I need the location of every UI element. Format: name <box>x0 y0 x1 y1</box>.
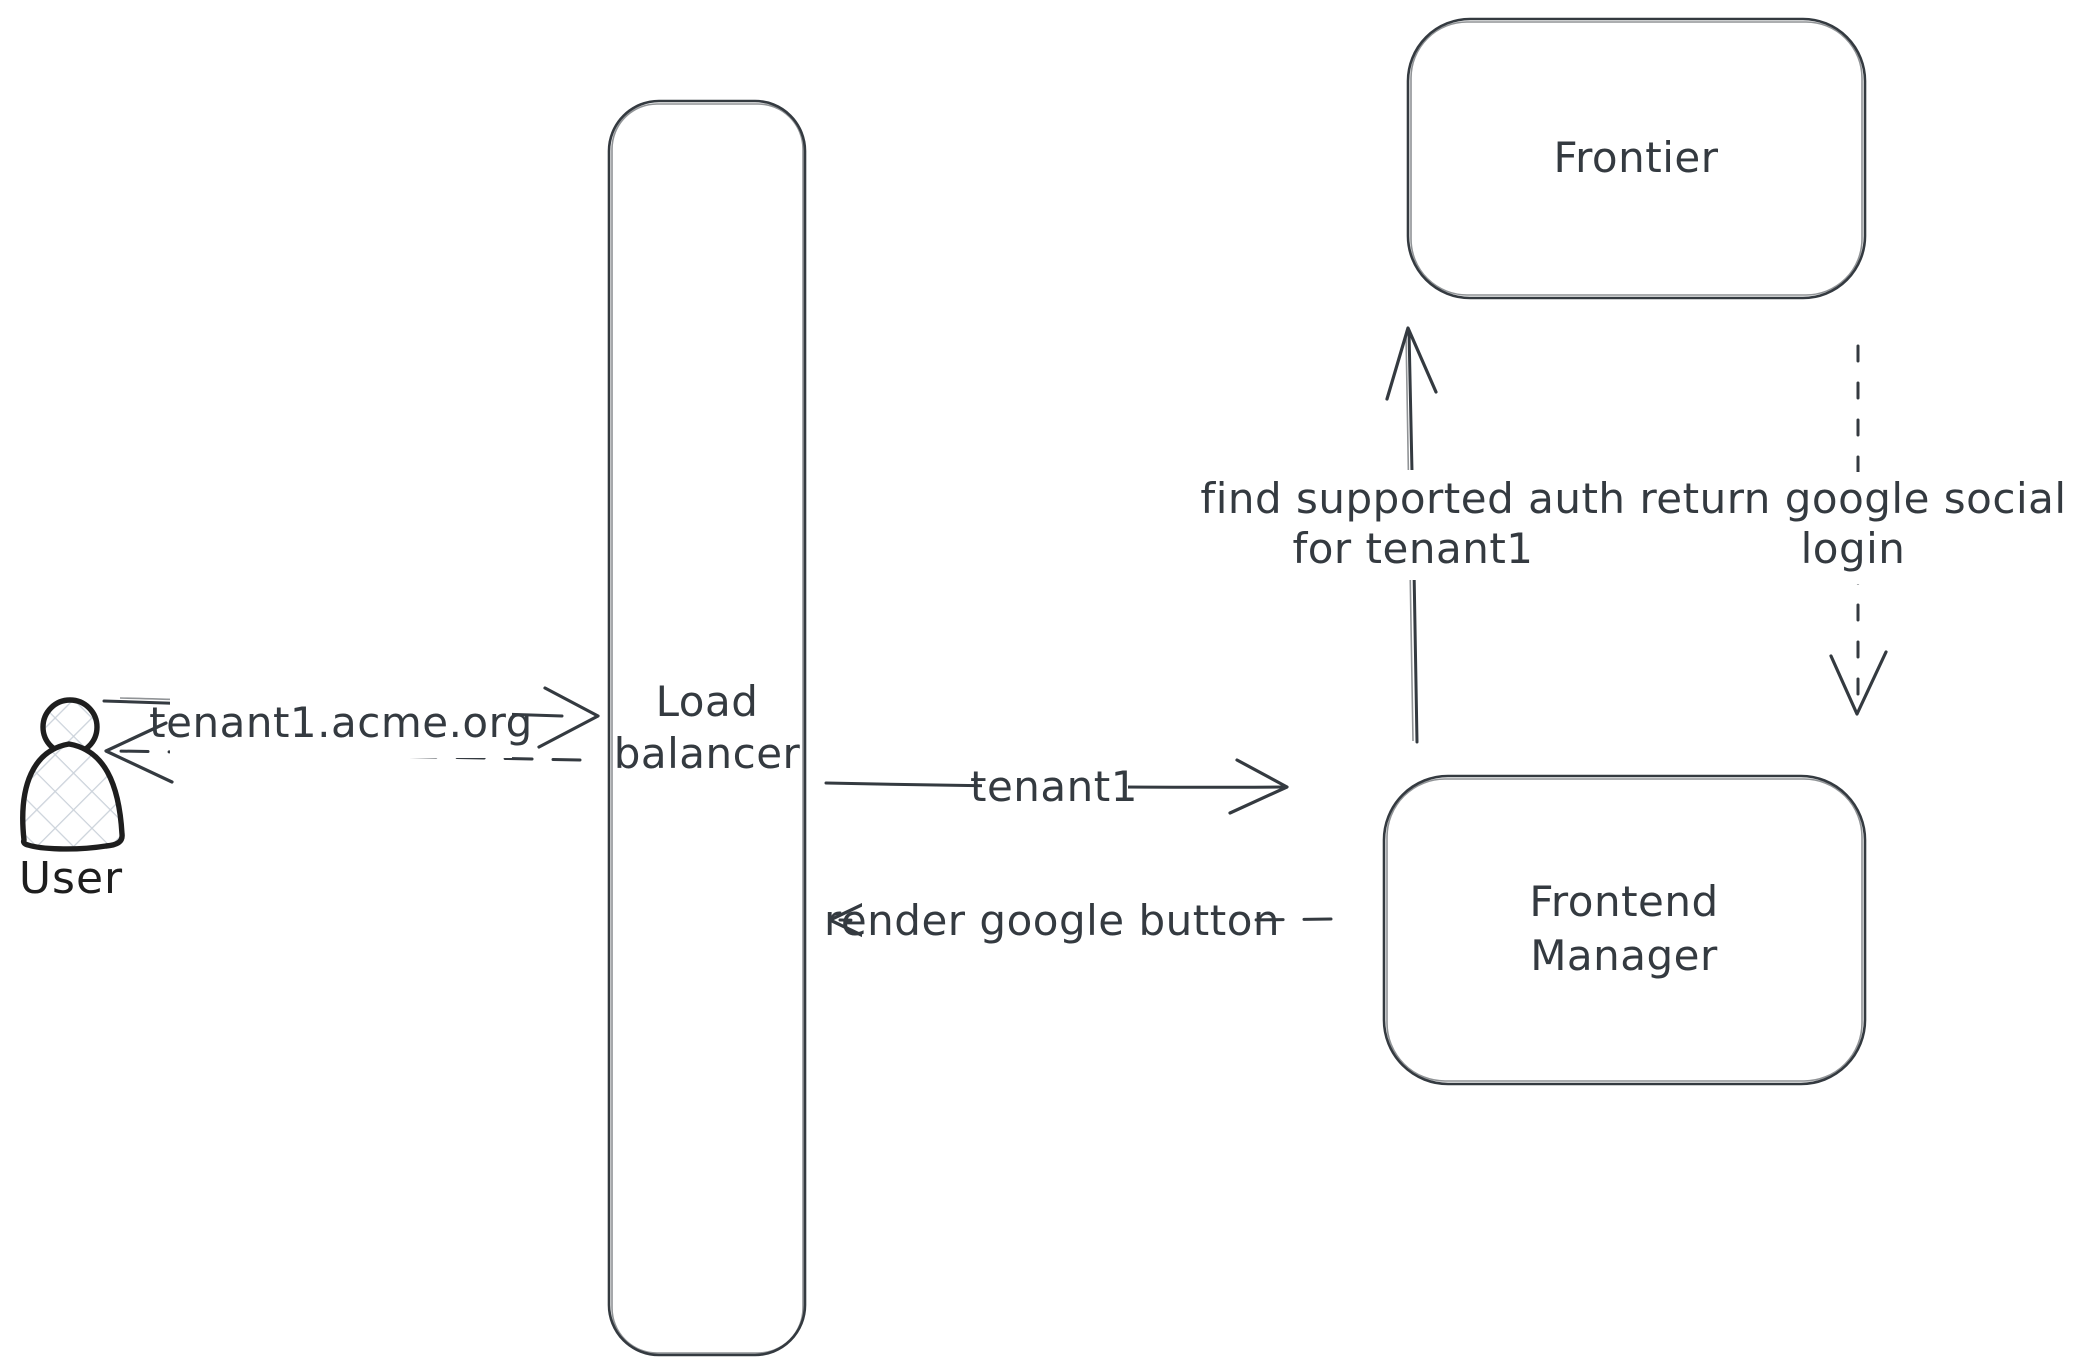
edge-label-return-google-social-line1: return google social <box>1639 474 2066 523</box>
edge-label-tenant1-acme-org: tenant1.acme.org <box>149 698 533 747</box>
edge-label-render-google-button: render google button <box>824 896 1280 945</box>
load-balancer-shape <box>607 99 807 1357</box>
frontier-node: Frontier <box>1406 17 1867 300</box>
arrowhead-right-icon <box>1228 758 1289 815</box>
edge-label-tenant1: tenant1 <box>970 762 1138 811</box>
edge-label-find-supported-auth-line1: find supported auth <box>1200 474 1625 523</box>
frontend-manager-shape <box>1382 774 1867 1086</box>
user-node: User <box>19 697 125 904</box>
arrow-frontend-manager-to-load-balancer-line <box>838 917 1333 923</box>
frontend-manager-node: Frontend Manager <box>1382 774 1867 1086</box>
load-balancer-label-line1: Load <box>656 677 759 726</box>
label-bg <box>1646 472 2060 584</box>
edge-label-return-google-social-line2: login <box>1801 524 1906 573</box>
arrowhead-left-icon <box>104 721 174 784</box>
load-balancer-node: Load balancer <box>607 99 807 1357</box>
arrow-frontier-to-frontend-manager <box>1829 344 1888 716</box>
user-label: User <box>19 853 123 904</box>
frontend-manager-label-line1: Frontend <box>1529 877 1718 926</box>
load-balancer-shape-sketch <box>611 103 804 1354</box>
arrowhead-up-icon <box>1385 326 1438 401</box>
label-bg <box>170 686 512 758</box>
frontend-manager-shape-sketch <box>1386 778 1863 1082</box>
load-balancer-label-line2: balancer <box>614 729 801 778</box>
frontier-shape <box>1406 17 1867 300</box>
frontier-shape-sketch <box>1410 21 1863 296</box>
frontend-manager-label-line2: Manager <box>1530 931 1718 980</box>
label-bg <box>1212 470 1614 580</box>
edge-label-find-supported-auth-line2: for tenant1 <box>1292 524 1533 573</box>
edge-labels: tenant1.acme.org tenant1 render google b… <box>149 470 2066 956</box>
arrowhead-down-icon <box>1829 650 1888 716</box>
arrowhead-right-icon <box>537 686 600 749</box>
label-bg <box>862 882 1244 956</box>
frontier-label: Frontier <box>1553 133 1718 182</box>
label-bg <box>982 756 1128 818</box>
user-body-icon <box>20 741 125 852</box>
